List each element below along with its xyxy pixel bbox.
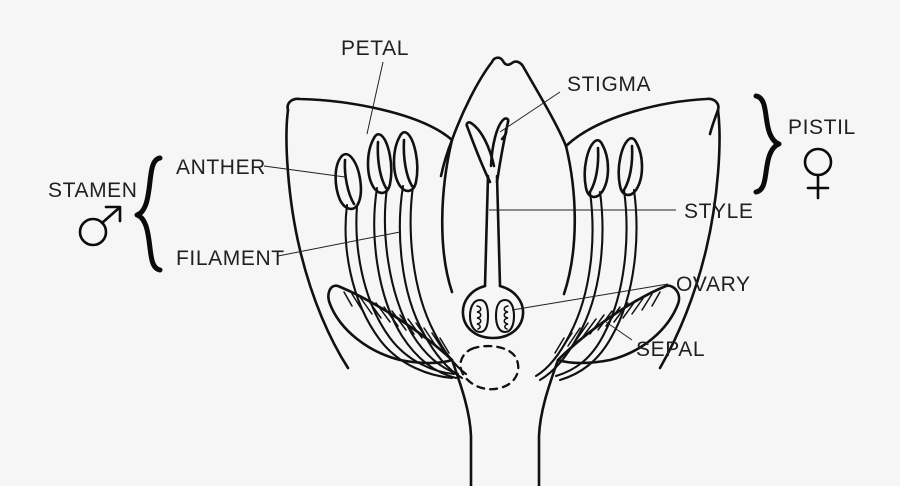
ovule-left: [468, 298, 490, 334]
anther-right-1: [583, 138, 610, 199]
label-style: STYLE: [684, 200, 754, 223]
stamen-brace: [134, 155, 163, 273]
receptacle: [459, 344, 520, 391]
anther-right-2: [617, 136, 644, 197]
pistil-brace: [753, 93, 782, 195]
label-anther: ANTHER: [176, 156, 266, 179]
leader-sepal: [605, 321, 633, 341]
leader-ovary: [511, 283, 669, 311]
leader-filament: [277, 231, 401, 257]
stamen-left-middle: [366, 132, 460, 380]
anther-left-1: [334, 152, 363, 211]
label-pistil: PISTIL: [788, 116, 856, 139]
pistil: [461, 117, 525, 340]
ovary: [461, 284, 525, 340]
style: [483, 174, 502, 288]
stem: [450, 358, 560, 486]
label-stamen: STAMEN: [48, 179, 138, 202]
petal-left: [285, 97, 454, 370]
leader-anther: [263, 165, 346, 178]
leader-petal: [366, 61, 384, 135]
label-filament: FILAMENT: [176, 247, 285, 270]
ovule-right: [494, 298, 516, 334]
venus-symbol: [803, 147, 833, 200]
anther-left-2: [366, 132, 393, 195]
petal-center: [440, 56, 577, 296]
anther-left-3: [392, 130, 419, 193]
stamen-left-inner: [392, 130, 468, 380]
mars-symbol: [78, 205, 122, 247]
label-stigma: STIGMA: [567, 73, 651, 96]
petal-right: [564, 97, 721, 370]
label-ovary: OVARY: [676, 273, 751, 296]
leader-stigma: [499, 91, 561, 133]
label-petal: PETAL: [341, 37, 409, 60]
label-sepal: SEPAL: [636, 338, 705, 361]
stigma: [465, 117, 510, 184]
